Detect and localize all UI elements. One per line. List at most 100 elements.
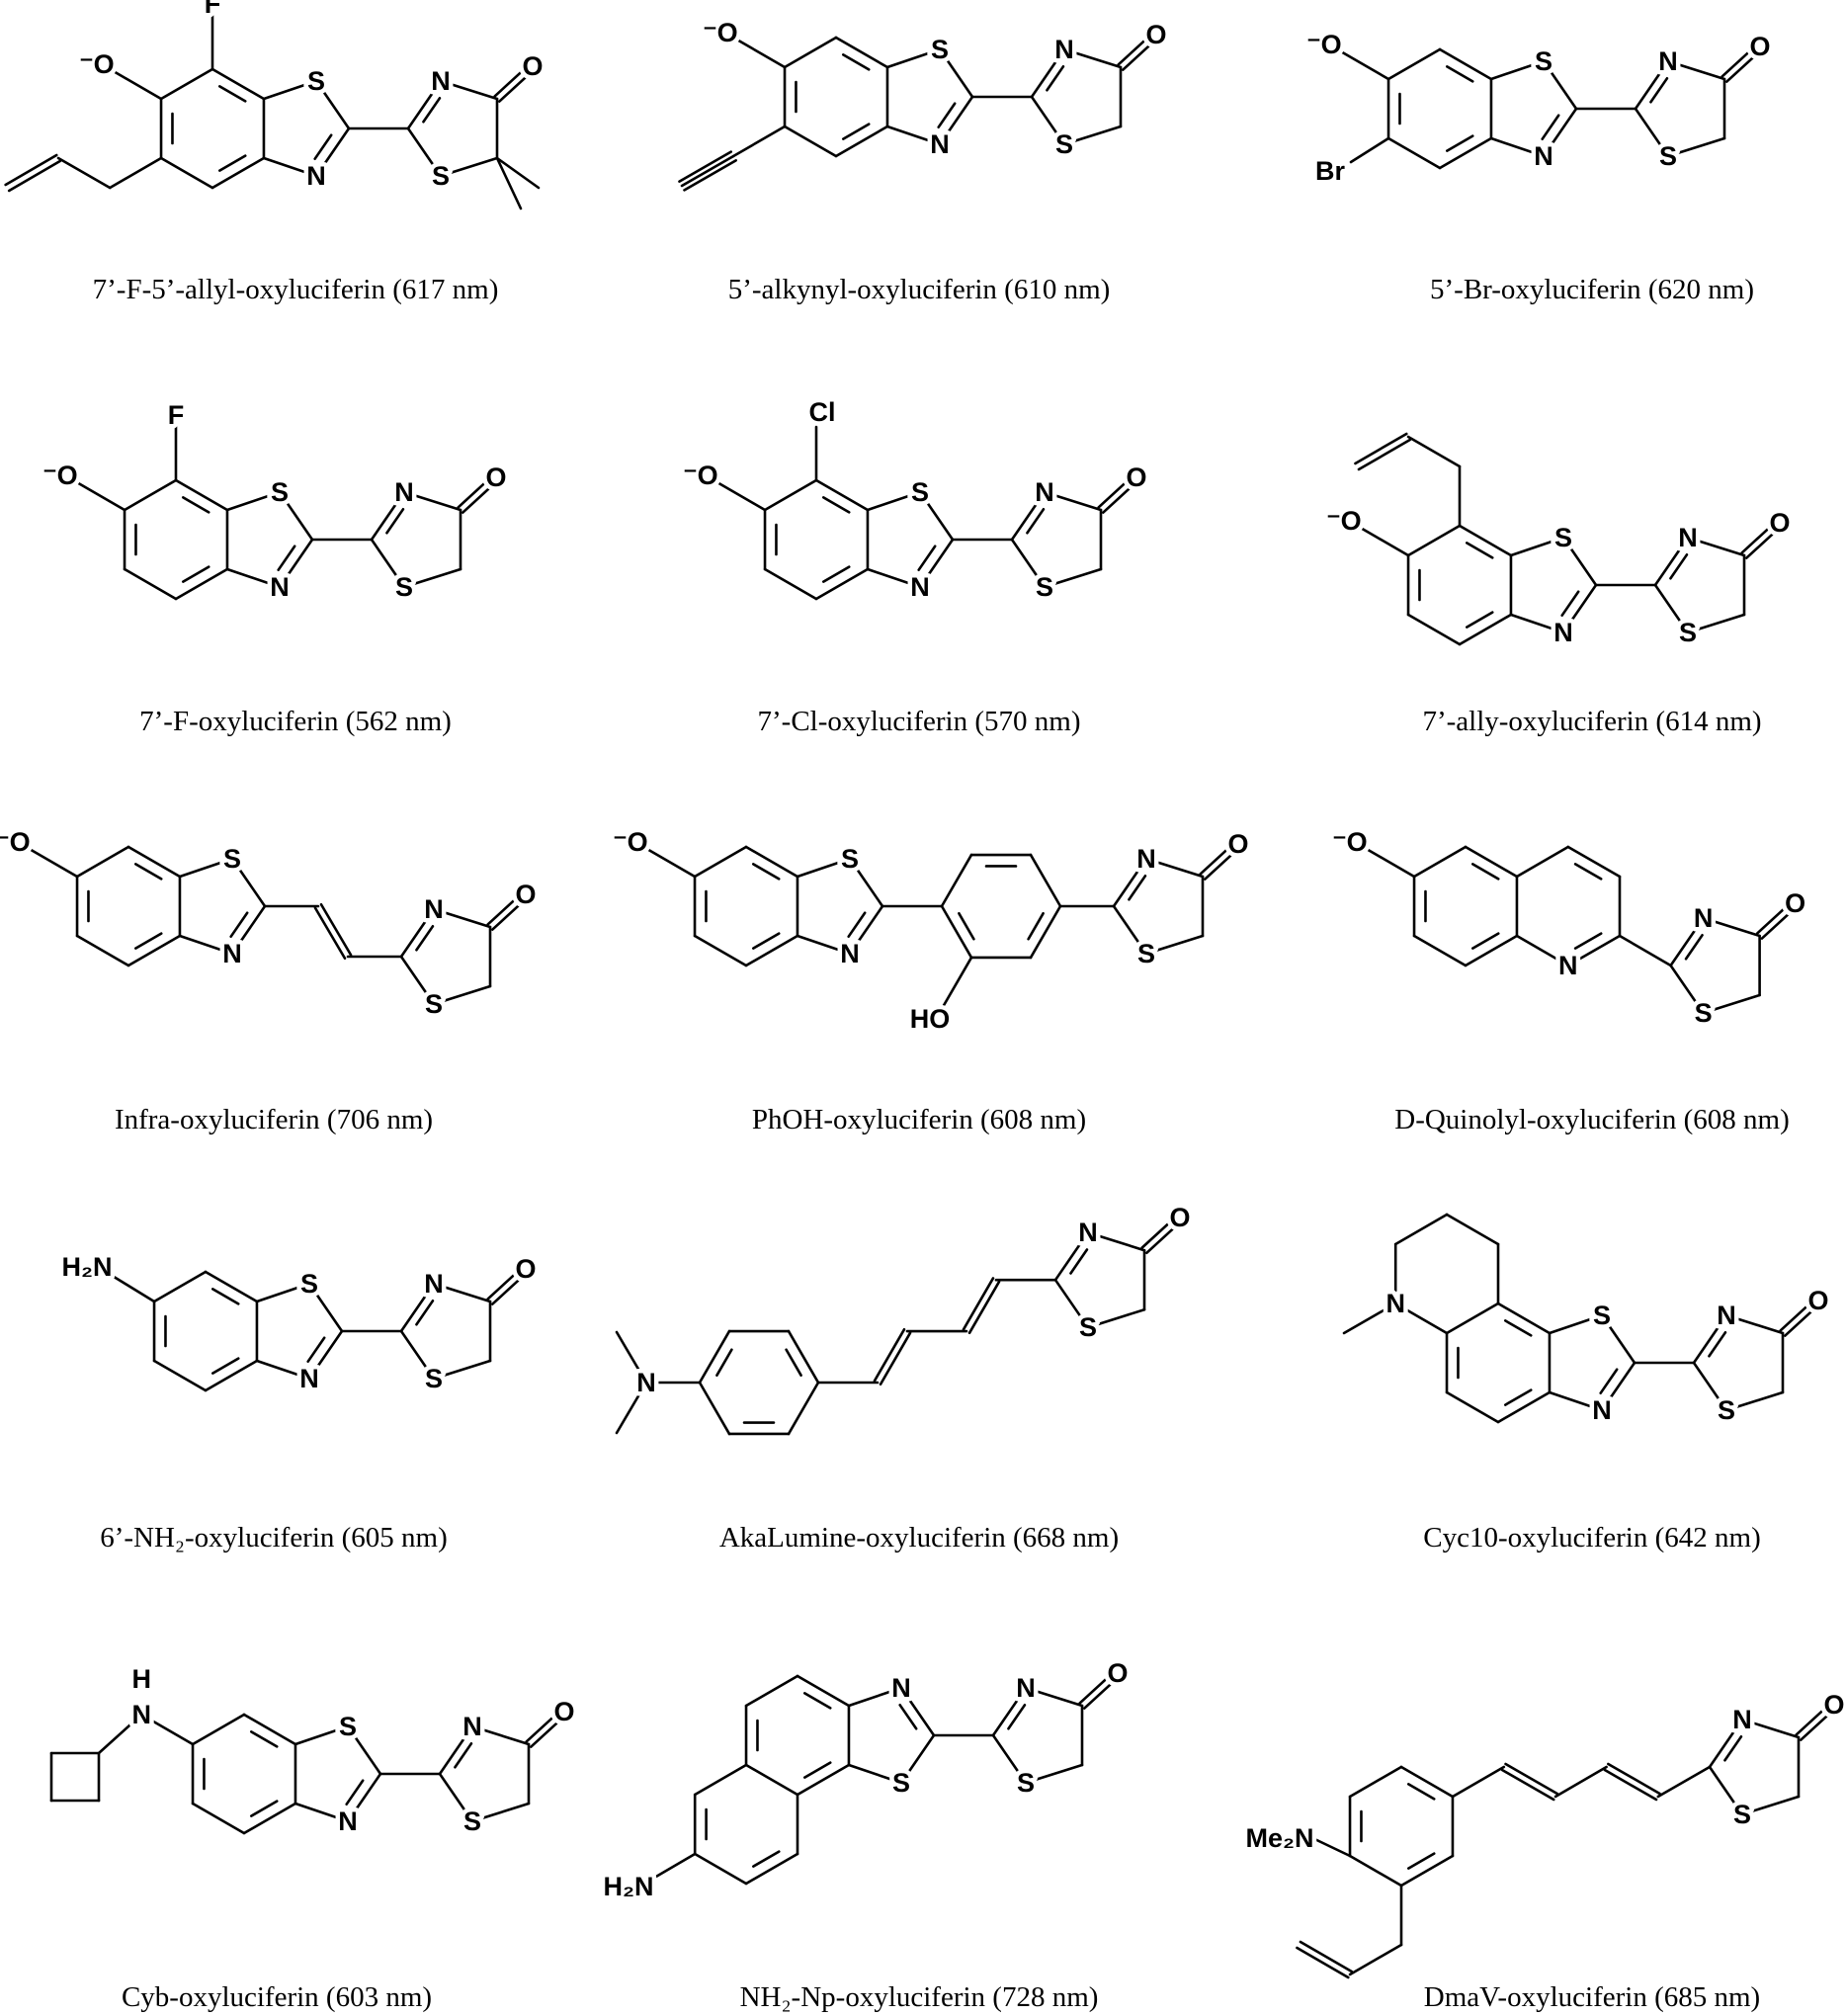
- bond: [1599, 1368, 1619, 1395]
- bond: [847, 1686, 903, 1708]
- bond: [225, 490, 282, 512]
- bond: [307, 1329, 344, 1381]
- bond: [210, 156, 266, 190]
- bond: [319, 902, 353, 957]
- bond: [1386, 47, 1442, 81]
- bond: [1086, 1307, 1146, 1329]
- bond: [693, 934, 748, 967]
- bond: [1465, 611, 1494, 629]
- bond: [139, 1713, 195, 1746]
- bond: [1204, 845, 1242, 881]
- atom-label: N: [1558, 951, 1578, 980]
- atom-label: N: [462, 1712, 482, 1741]
- bond: [493, 62, 532, 98]
- bond: [174, 567, 229, 601]
- atom-label: F: [168, 400, 185, 430]
- caption-5alkynyl: 5’-alkynyl-oxyluciferin (610 nm): [728, 274, 1111, 305]
- atom-label: S: [1055, 129, 1073, 159]
- bond: [1740, 1718, 1801, 1739]
- bond: [885, 125, 942, 146]
- bond: [731, 36, 787, 69]
- bond: [1112, 904, 1148, 956]
- bond: [1458, 613, 1513, 646]
- atom-label: N: [306, 161, 326, 191]
- bond: [1465, 542, 1494, 559]
- bond: [307, 1282, 344, 1333]
- atom-label: S: [1733, 1800, 1751, 1829]
- bond: [814, 478, 870, 512]
- atom-label: N: [131, 1700, 151, 1729]
- bond: [1043, 490, 1103, 512]
- bond: [1299, 1940, 1354, 1974]
- atom-label: O: [1785, 888, 1805, 918]
- bond: [796, 857, 852, 879]
- atom-label: N: [222, 939, 242, 968]
- bond: [1740, 1795, 1801, 1816]
- bond: [439, 156, 499, 178]
- atom-label: N: [891, 1673, 911, 1703]
- bond: [1548, 1390, 1604, 1412]
- bond: [1010, 490, 1047, 542]
- bond: [123, 478, 178, 512]
- bond: [698, 1329, 731, 1385]
- bond: [940, 853, 973, 908]
- bond: [1496, 1302, 1552, 1335]
- atom-label: O: [553, 1697, 574, 1726]
- bond: [1399, 1765, 1455, 1799]
- bond: [438, 1772, 474, 1823]
- bond: [802, 1692, 832, 1710]
- bond: [313, 133, 333, 161]
- bond: [821, 496, 851, 514]
- atom-label: Me₂N: [1245, 1823, 1313, 1853]
- bond: [399, 955, 436, 1006]
- atom-label: O: [1769, 508, 1790, 538]
- atom-label: N: [394, 477, 414, 507]
- bond: [159, 156, 214, 190]
- bond: [866, 567, 922, 589]
- bond: [1779, 1297, 1817, 1332]
- bond: [1724, 1390, 1785, 1412]
- bond: [210, 1288, 240, 1305]
- atom-label: ⁻O: [703, 18, 737, 47]
- bond: [229, 911, 249, 939]
- atom-label: N: [1694, 903, 1714, 933]
- captions: 7’-F-5’-allyl-oxyluciferin (617 nm) 5’-a…: [93, 274, 1790, 2013]
- bond: [1634, 59, 1670, 111]
- bond: [796, 1674, 851, 1708]
- bond: [1348, 1765, 1403, 1799]
- bond: [647, 1852, 697, 1883]
- bond: [615, 1381, 648, 1435]
- bond: [1702, 916, 1761, 938]
- bond: [406, 126, 443, 178]
- atom-label: N: [1035, 477, 1054, 507]
- atom-label: N: [299, 1364, 319, 1393]
- atom-label: N: [424, 894, 444, 924]
- atom-label: S: [1554, 523, 1572, 552]
- bond: [345, 1779, 365, 1806]
- atom-label: S: [892, 1768, 910, 1798]
- bond: [402, 490, 462, 512]
- bond: [1755, 899, 1795, 935]
- bond: [178, 857, 234, 879]
- atom-label: S: [1535, 46, 1552, 76]
- atom-label: N: [1732, 1705, 1752, 1734]
- atom-label: N: [910, 572, 930, 602]
- bond: [1745, 524, 1784, 559]
- bond: [1097, 473, 1135, 509]
- caption-7allyl: 7’-ally-oxyluciferin (614 nm): [1422, 706, 1761, 737]
- atom-label: N: [338, 1806, 358, 1836]
- atom-label: N: [1592, 1395, 1612, 1425]
- bond: [744, 845, 799, 879]
- bond: [191, 1802, 246, 1835]
- bond: [294, 1802, 350, 1823]
- bond: [1684, 933, 1704, 961]
- atom-label: N: [431, 66, 451, 96]
- bond: [751, 932, 781, 950]
